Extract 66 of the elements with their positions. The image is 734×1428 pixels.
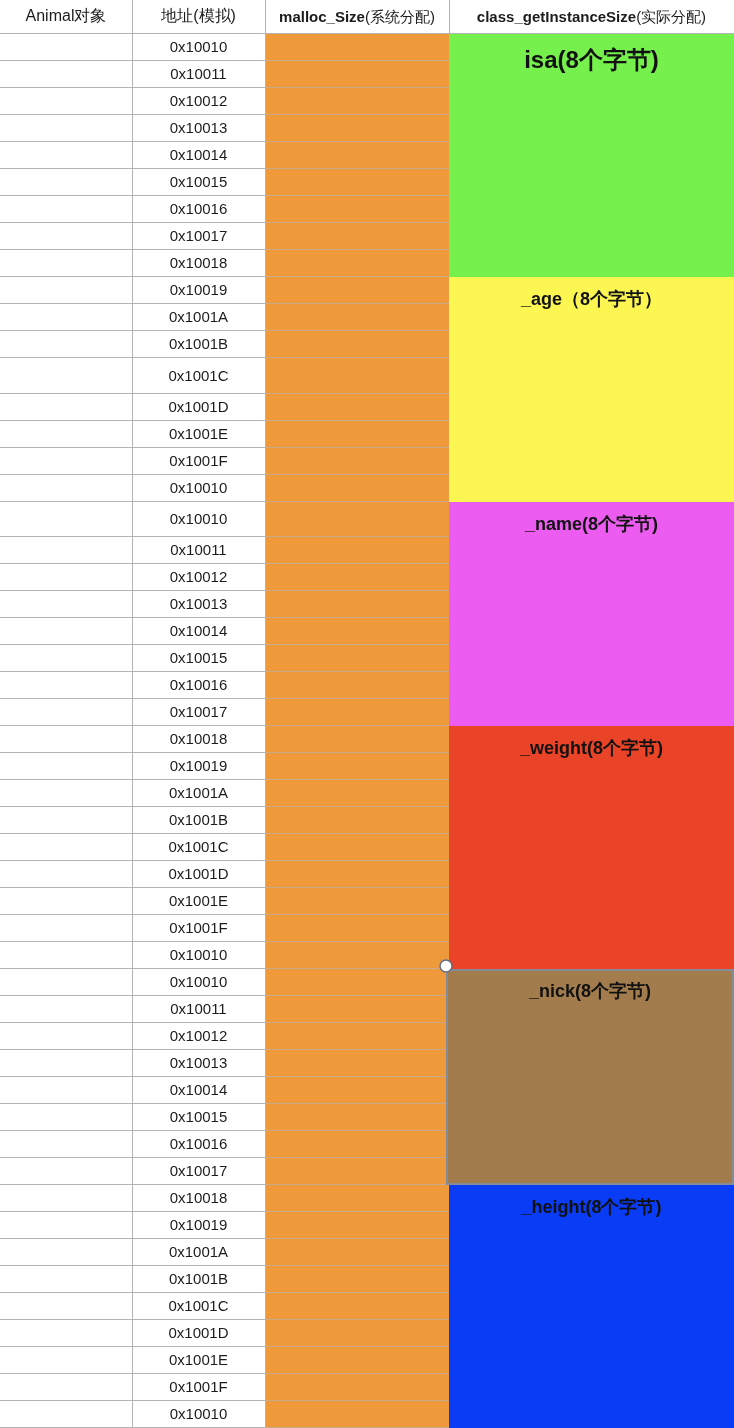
- address-label: 0x10019: [169, 281, 228, 299]
- address-label: 0x10010: [169, 1405, 228, 1423]
- address-label: 0x10011: [170, 65, 227, 83]
- address-label: 0x10011: [170, 1000, 227, 1018]
- address-label: 0x1001D: [168, 1324, 229, 1342]
- address-label: 0x10010: [169, 946, 228, 964]
- address-label: 0x1001C: [168, 366, 229, 385]
- address-label: 0x10019: [169, 757, 228, 775]
- address-label: 0x10010: [169, 479, 228, 497]
- address-label: 0x10019: [169, 1216, 228, 1234]
- column-header: 地址(模拟): [161, 7, 236, 26]
- address-label: 0x10017: [169, 227, 228, 245]
- address-label: 0x10013: [169, 119, 228, 137]
- memory-block: [449, 34, 734, 277]
- address-label: 0x10012: [169, 1027, 228, 1045]
- address-label: 0x10012: [169, 92, 228, 110]
- address-label: 0x10014: [169, 1081, 228, 1099]
- address-label: 0x10018: [169, 254, 228, 272]
- address-label: 0x10014: [169, 146, 228, 164]
- address-label: 0x10013: [169, 1054, 228, 1072]
- block-label: _age（8个字节）: [520, 288, 662, 311]
- memory-block: [446, 969, 734, 1185]
- memory-block: [449, 277, 734, 502]
- address-label: 0x1001C: [168, 1297, 229, 1315]
- address-label: 0x1001F: [169, 452, 228, 470]
- address-label: 0x10010: [169, 510, 228, 528]
- address-label: 0x10015: [169, 649, 228, 667]
- address-label: 0x10013: [169, 595, 228, 613]
- block-label: _name(8个字节): [525, 513, 658, 536]
- address-label: 0x1001B: [168, 335, 229, 353]
- address-label: 0x1001D: [168, 398, 229, 416]
- address-label: 0x10015: [169, 1108, 228, 1126]
- address-label: 0x10017: [169, 1162, 228, 1180]
- column-header: Animal对象: [25, 7, 107, 26]
- block-label: _weight(8个字节): [520, 737, 663, 760]
- address-label: 0x10015: [169, 173, 228, 191]
- memory-block: [449, 1185, 734, 1428]
- address-label: 0x1001A: [168, 1243, 229, 1261]
- address-label: 0x10011: [170, 541, 227, 559]
- address-label: 0x10016: [169, 1135, 228, 1153]
- address-label: 0x10018: [169, 730, 228, 748]
- address-label: 0x10010: [169, 973, 228, 991]
- address-label: 0x10016: [169, 676, 228, 694]
- address-label: 0x10010: [169, 38, 228, 56]
- address-label: 0x1001E: [168, 892, 229, 910]
- address-label: 0x1001E: [168, 425, 229, 443]
- address-label: 0x1001F: [169, 919, 228, 937]
- address-label: 0x1001D: [168, 865, 229, 883]
- memory-block: [449, 726, 734, 969]
- address-label: 0x10016: [169, 200, 228, 218]
- address-label: 0x1001C: [168, 838, 229, 856]
- address-label: 0x10017: [169, 703, 228, 721]
- block-label: _height(8个字节): [521, 1196, 662, 1219]
- address-label: 0x1001A: [168, 308, 229, 326]
- address-label: 0x10014: [169, 622, 228, 640]
- block-label: _nick(8个字节): [529, 980, 651, 1003]
- address-label: 0x1001B: [168, 1270, 229, 1288]
- address-label: 0x10018: [169, 1189, 228, 1207]
- address-label: 0x1001B: [168, 811, 229, 829]
- block-label: isa(8个字节): [524, 45, 659, 75]
- memory-block: [449, 502, 734, 726]
- address-label: 0x1001F: [169, 1378, 228, 1396]
- address-label: 0x1001A: [168, 784, 229, 802]
- address-label: 0x10012: [169, 568, 228, 586]
- column-header: malloc_Size(系统分配): [279, 7, 435, 26]
- address-label: 0x1001E: [168, 1351, 229, 1369]
